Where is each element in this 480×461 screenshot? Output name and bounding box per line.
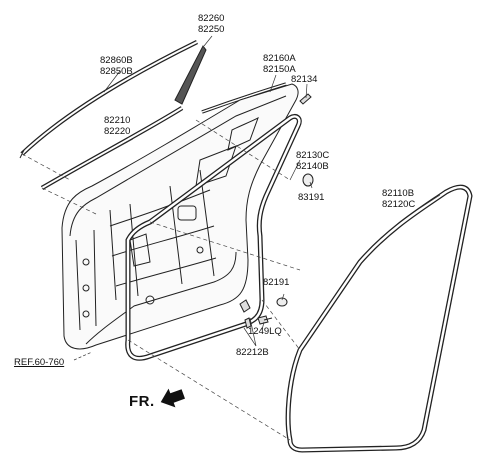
leader-lines xyxy=(73,35,441,361)
label-82191: 82191 xyxy=(263,277,290,288)
screw-1249LQ xyxy=(257,315,273,325)
clip-82212B xyxy=(239,299,252,329)
label-82140B: 82140B xyxy=(296,161,329,172)
body-side-weatherstrip xyxy=(285,184,473,453)
label-82130C: 82130C xyxy=(296,150,330,161)
front-direction-arrow xyxy=(160,388,185,408)
glass-run-channel-upper xyxy=(201,82,287,114)
label-82110B: 82110B xyxy=(382,188,415,199)
reference-label: REF.60-760 xyxy=(14,357,65,368)
front-direction-label: FR. xyxy=(129,393,155,410)
label-82260: 82260 xyxy=(198,13,225,24)
label-82250: 82250 xyxy=(198,24,225,35)
belt-weatherstrip-inner xyxy=(40,106,184,190)
label-82212B: 82212B xyxy=(236,347,269,358)
label-1249LQ: 1249LQ xyxy=(248,326,282,337)
label-82220: 82220 xyxy=(104,126,131,137)
plug-83191 xyxy=(302,173,314,187)
door-panel xyxy=(61,83,299,350)
label-82134: 82134 xyxy=(291,74,318,85)
label-82860B: 82860B xyxy=(100,55,133,66)
label-82150A: 82150A xyxy=(263,64,296,75)
clip-82134 xyxy=(299,93,312,105)
label-83191: 83191 xyxy=(298,192,325,203)
label-82120C: 82120C xyxy=(382,199,416,210)
door-side-weatherstrip xyxy=(125,113,302,361)
label-82850B: 82850B xyxy=(100,66,133,77)
assembly-dashed-lines xyxy=(21,119,301,441)
plug-82191 xyxy=(276,297,288,307)
label-82160A: 82160A xyxy=(263,53,296,64)
pillar-garnish xyxy=(174,45,207,105)
label-82210: 82210 xyxy=(104,115,131,126)
